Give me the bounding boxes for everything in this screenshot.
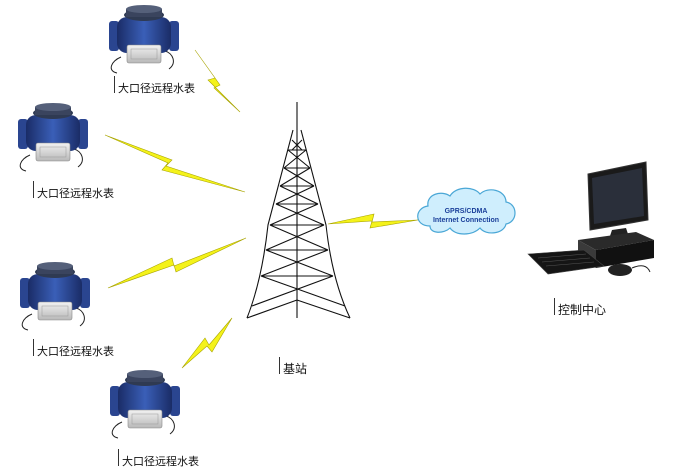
cloud-label-line2: Internet Connection: [433, 217, 499, 224]
water-meter-icon: [19, 261, 91, 331]
meter-label-4: 大口径远程水表: [118, 449, 199, 468]
meter-label-3: 大口径远程水表: [33, 339, 114, 358]
tower-icon: [246, 102, 351, 319]
water-meter-icon: [17, 102, 89, 172]
meter-label-2: 大口径远程水表: [33, 181, 114, 200]
water-meter-icon: [108, 4, 180, 74]
lightning-icon: [104, 134, 246, 193]
cloud-icon: GPRS/CDMA Internet Connection: [417, 187, 516, 235]
computer-icon: [527, 161, 654, 276]
lightning-icon: [107, 237, 247, 289]
water-meter-icon: [109, 369, 181, 439]
lightning-icon: [194, 49, 241, 113]
lightning-icon: [327, 213, 419, 229]
meter-label-1: 大口径远程水表: [114, 76, 195, 95]
cloud-label-line1: GPRS/CDMA: [445, 208, 488, 215]
tower-label: 基站: [278, 357, 308, 376]
control-center-label: 控制中心: [553, 298, 607, 317]
lightning-icon: [181, 317, 233, 369]
